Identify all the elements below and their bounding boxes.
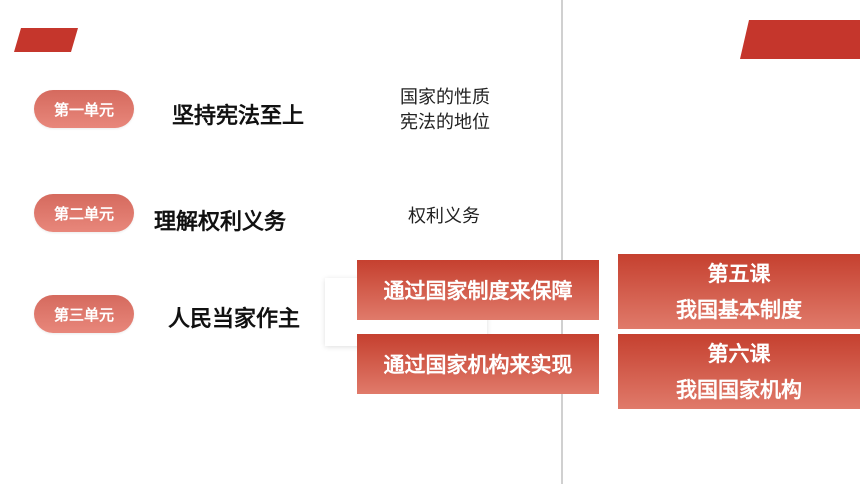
lesson-6-box: 第六课 我国国家机构 <box>618 334 860 409</box>
unit-1-topic-2: 宪法的地位 <box>400 112 490 133</box>
lesson-5-title: 我国基本制度 <box>676 297 802 322</box>
unit-2-title: 理解权利义务 <box>154 210 287 235</box>
unit-1-badge: 第一单元 <box>34 90 134 128</box>
decorative-tab-right <box>740 20 860 59</box>
unit-2-badge-label: 第二单元 <box>53 204 114 223</box>
route-box-institution-label: 通过国家机构来实现 <box>383 353 573 377</box>
unit-1-topic-1: 国家的性质 <box>400 87 490 108</box>
unit-2-badge: 第二单元 <box>34 194 134 232</box>
unit-3-badge-label: 第三单元 <box>53 305 114 324</box>
unit-2-topic: 权利义务 <box>408 206 480 227</box>
unit-1-badge-label: 第一单元 <box>53 100 114 119</box>
lesson-5-number: 第五课 <box>707 261 771 286</box>
unit-3-title: 人民当家作主 <box>168 307 301 332</box>
lesson-5-box: 第五课 我国基本制度 <box>618 254 860 329</box>
lesson-6-number: 第六课 <box>707 341 771 366</box>
route-box-system: 通过国家制度来保障 <box>357 260 599 320</box>
unit-1-title: 坚持宪法至上 <box>172 104 305 129</box>
route-box-institution: 通过国家机构来实现 <box>357 334 599 394</box>
center-divider <box>561 0 563 484</box>
route-box-system-label: 通过国家制度来保障 <box>383 279 573 303</box>
unit-3-badge: 第三单元 <box>34 295 134 333</box>
decorative-tab-left <box>14 28 78 52</box>
lesson-6-title: 我国国家机构 <box>676 377 802 402</box>
